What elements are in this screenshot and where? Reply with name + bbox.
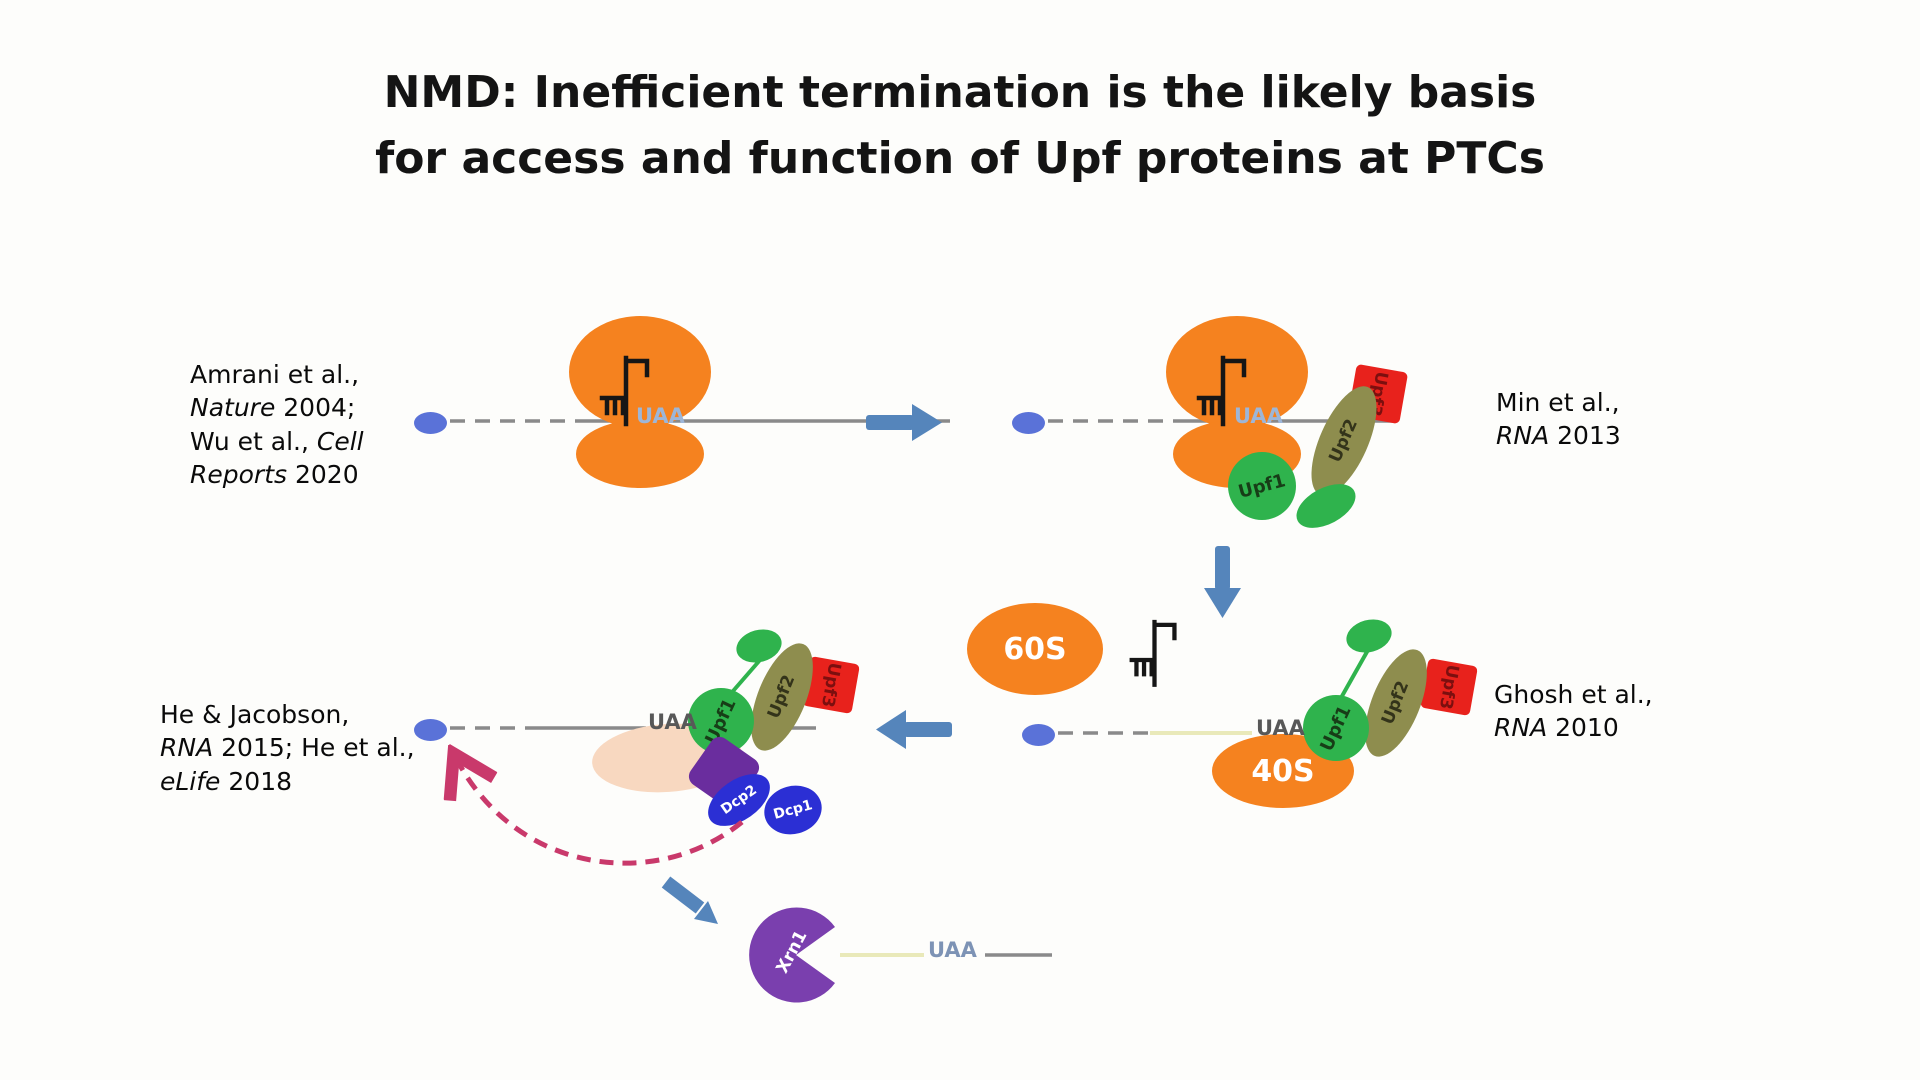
citation-text: 2018 <box>220 766 293 796</box>
stop-codon-label: UAA <box>636 404 685 428</box>
citation-amrani: Amrani et al., Nature 2004; Wu et al., C… <box>190 358 364 491</box>
citation-line: eLife 2018 <box>160 765 415 798</box>
60s-label: 60S <box>1003 631 1067 667</box>
citation-line: Nature 2004; <box>190 391 364 424</box>
mrna-cap <box>414 719 447 741</box>
journal-name: Reports <box>190 459 288 489</box>
slide-title: NMD: Inefficient termination is the like… <box>0 60 1920 192</box>
citation-text: 2010 <box>1547 713 1619 743</box>
citation-text: Amrani et al., <box>190 360 360 389</box>
upf3-protein: Upf3 <box>1420 658 1478 716</box>
citation-text: Min et al., <box>1496 388 1620 417</box>
citation-text: He & Jacobson, <box>160 700 350 729</box>
citation-ghosh: Ghosh et al., RNA 2010 <box>1494 678 1653 745</box>
citation-line: Reports 2020 <box>190 458 364 491</box>
stop-codon-label: UAA <box>648 710 697 734</box>
citation-line: RNA 2015; He et al., <box>160 731 415 764</box>
mrna-cap <box>1022 724 1055 746</box>
upf1-label: Upf1 <box>1236 469 1288 503</box>
dcp1-label: Dcp1 <box>771 797 815 823</box>
citation-line: He & Jacobson, <box>160 698 415 731</box>
upf2-label: Upf2 <box>1325 416 1363 466</box>
journal-name: eLife <box>160 766 221 796</box>
citation-he: He & Jacobson, RNA 2015; He et al., eLif… <box>160 698 415 798</box>
stop-codon-label: UAA <box>1234 404 1283 428</box>
citation-min: Min et al., RNA 2013 <box>1496 386 1621 453</box>
upf1-protein: Upf1 <box>1228 452 1296 520</box>
slide-title-line-2: for access and function of Upf proteins … <box>375 133 1545 184</box>
upf1-label: Upf1 <box>1316 701 1356 755</box>
citation-text: Ghosh et al., <box>1494 680 1653 709</box>
citation-line: RNA 2013 <box>1496 419 1621 452</box>
citation-line: Ghosh et al., <box>1494 678 1653 711</box>
slide-title-line-1: NMD: Inefficient termination is the like… <box>383 67 1537 118</box>
citation-text: 2013 <box>1549 421 1621 451</box>
citation-line: Min et al., <box>1496 386 1621 419</box>
upf3-label: Upf3 <box>1435 663 1463 711</box>
citation-text: 2015; He et al., <box>213 733 415 763</box>
upf2-label: Upf2 <box>1378 678 1414 728</box>
citation-line: Wu et al., Cell <box>190 425 364 458</box>
ribosome-small-subunit <box>576 420 704 488</box>
mrna-cap <box>1012 412 1045 434</box>
mrna-cap <box>414 412 447 434</box>
dcp2-label: Dcp2 <box>718 782 760 818</box>
journal-name: RNA <box>1494 713 1548 743</box>
upf2-label: Upf2 <box>764 672 800 722</box>
citation-line: RNA 2010 <box>1494 711 1653 744</box>
citation-line: Amrani et al., <box>190 358 364 391</box>
upf3-label: Upf3 <box>817 661 845 709</box>
citation-text: 2004; <box>275 393 356 423</box>
citation-text: 2020 <box>287 459 359 489</box>
stop-codon-label: UAA <box>928 938 977 962</box>
upf1-protein: Upf1 <box>1303 695 1369 761</box>
ribosome-60s-subunit: 60S <box>967 603 1103 695</box>
stop-codon-label: UAA <box>1256 716 1305 740</box>
journal-name: Nature <box>190 393 276 423</box>
xrn1-exonuclease-body <box>749 907 835 1003</box>
citation-text: Wu et al., <box>190 426 317 456</box>
journal-name: Cell <box>316 426 364 456</box>
journal-name: RNA <box>160 733 214 763</box>
40s-label: 40S <box>1251 753 1315 789</box>
journal-name: RNA <box>1496 421 1550 451</box>
